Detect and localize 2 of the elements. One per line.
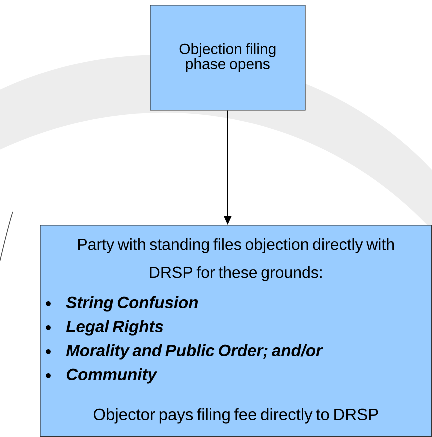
description-box: Party with standing files objection directly with DRSP for these grounds: String Confusion Legal Rights Morality and Public Order; and/or Community Objector pays filing fee directly to DRSP: [40, 225, 432, 437]
process-box: Objection filing phase opens: [150, 5, 306, 111]
